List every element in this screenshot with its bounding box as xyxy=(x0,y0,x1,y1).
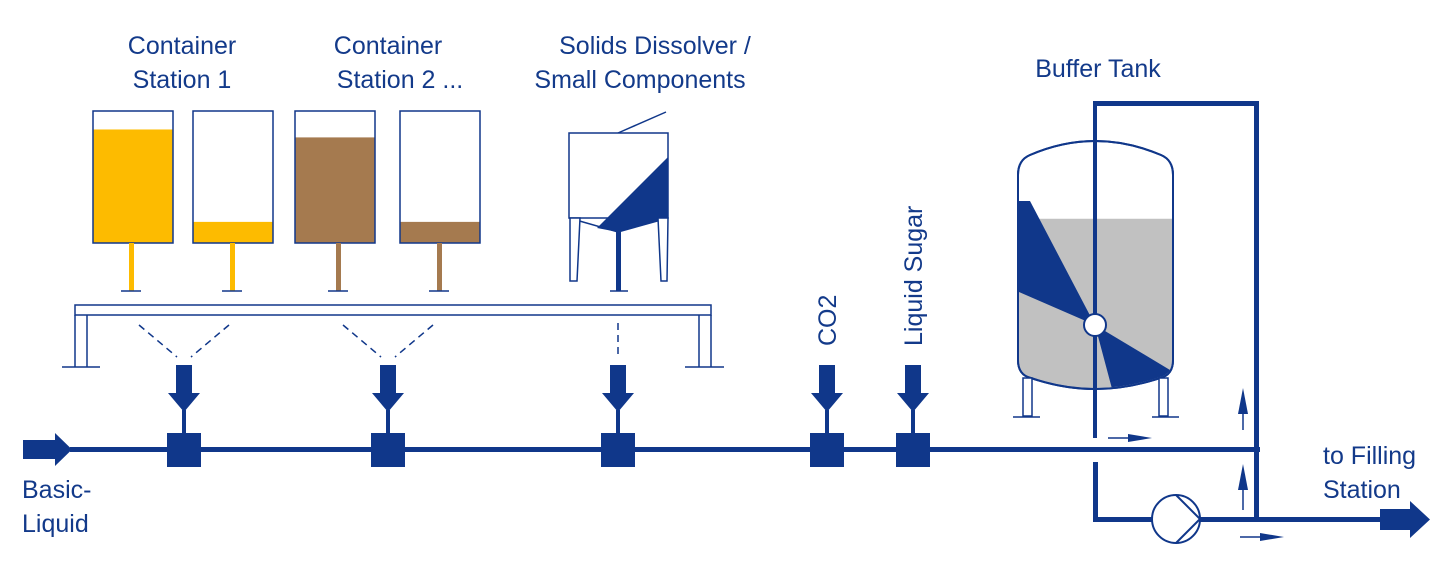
dosing-liquid-sugar xyxy=(896,365,930,467)
platform-deck xyxy=(74,304,712,316)
loop-left-pipe xyxy=(1093,462,1098,522)
label-solids-dissolver-line1: Solids Dissolver / xyxy=(559,32,751,60)
dosing-arrow-icon xyxy=(897,365,929,412)
label-container-station-1-line2: Station 1 xyxy=(133,66,232,94)
mixing-valve xyxy=(167,433,201,467)
label-buffer-tank: Buffer Tank xyxy=(1035,55,1161,83)
container-4-fluid xyxy=(400,221,480,243)
dosing-points xyxy=(167,365,930,467)
flow-arrowhead-right-2 xyxy=(1260,533,1284,541)
container-3-fluid xyxy=(295,137,375,243)
recirculation-loop xyxy=(1083,101,1430,544)
container-outlets xyxy=(121,243,449,292)
dosing-arrow-icon xyxy=(372,365,404,412)
outlet-pipe-1 xyxy=(129,243,134,291)
outlet-pipe-3 xyxy=(336,243,341,291)
outlet-pipe-4 xyxy=(437,243,442,291)
outlet-pipe-2 xyxy=(230,243,235,291)
agitator-shaft xyxy=(1093,101,1097,438)
mixing-valve xyxy=(810,433,844,467)
tank-leg-left xyxy=(1022,377,1033,417)
dissolver-lid xyxy=(617,111,667,134)
dosing-co2 xyxy=(810,365,844,467)
label-basic-liquid-line1: Basic- xyxy=(22,476,91,504)
dosing-arrow-icon xyxy=(811,365,843,412)
mixing-valve xyxy=(601,433,635,467)
label-basic-liquid-line2: Liquid xyxy=(22,510,89,538)
loop-bottom-pipe xyxy=(1093,517,1153,522)
flow-arrowhead-up-2 xyxy=(1238,464,1248,490)
outlet-arrow-icon xyxy=(1380,501,1430,538)
agitator-hub xyxy=(1083,313,1107,337)
dissolver-outlet xyxy=(616,232,621,291)
dissolver-leg-right xyxy=(657,217,669,282)
outlet-pipe xyxy=(1200,517,1382,522)
label-container-station-2-line2: Station 2 ... xyxy=(337,66,463,94)
label-container-station-2-line1: Container xyxy=(334,32,442,60)
main-pipe xyxy=(70,447,1260,452)
label-liquid-sugar: Liquid Sugar xyxy=(900,206,928,346)
container-3 xyxy=(294,110,376,244)
dissolver-solids xyxy=(597,157,668,232)
dissolver-leg-left xyxy=(569,217,581,282)
label-solids-dissolver-line2: Small Components xyxy=(534,66,745,94)
flow-arrowhead-right-1 xyxy=(1128,434,1152,442)
label-filling-station-line2: Station xyxy=(1323,476,1401,504)
label-container-station-1-line1: Container xyxy=(128,32,236,60)
label-filling-station-line1: to Filling xyxy=(1323,442,1416,470)
label-co2: CO2 xyxy=(814,295,842,346)
agitator-blade-upper xyxy=(1019,201,1095,325)
inlet-arrow-icon xyxy=(23,433,72,466)
loop-right-pipe xyxy=(1254,101,1259,522)
tank-leg-right xyxy=(1158,377,1169,417)
dosing-arrow-icon xyxy=(602,365,634,412)
solids-dissolver xyxy=(568,111,669,292)
container-1-fluid xyxy=(93,129,173,243)
dosing-station-1 xyxy=(167,365,201,467)
flow-arrowhead-up-1 xyxy=(1238,388,1248,414)
container-group xyxy=(92,110,481,244)
container-2-fluid xyxy=(193,221,273,243)
dosing-arrow-icon xyxy=(168,365,200,412)
dosing-dissolver xyxy=(601,365,635,467)
loop-top-pipe xyxy=(1093,101,1259,106)
mixing-valve xyxy=(371,433,405,467)
mixing-valve xyxy=(896,433,930,467)
pump-icon xyxy=(1151,494,1201,544)
platform xyxy=(62,304,724,368)
dosing-station-2 xyxy=(371,365,405,467)
